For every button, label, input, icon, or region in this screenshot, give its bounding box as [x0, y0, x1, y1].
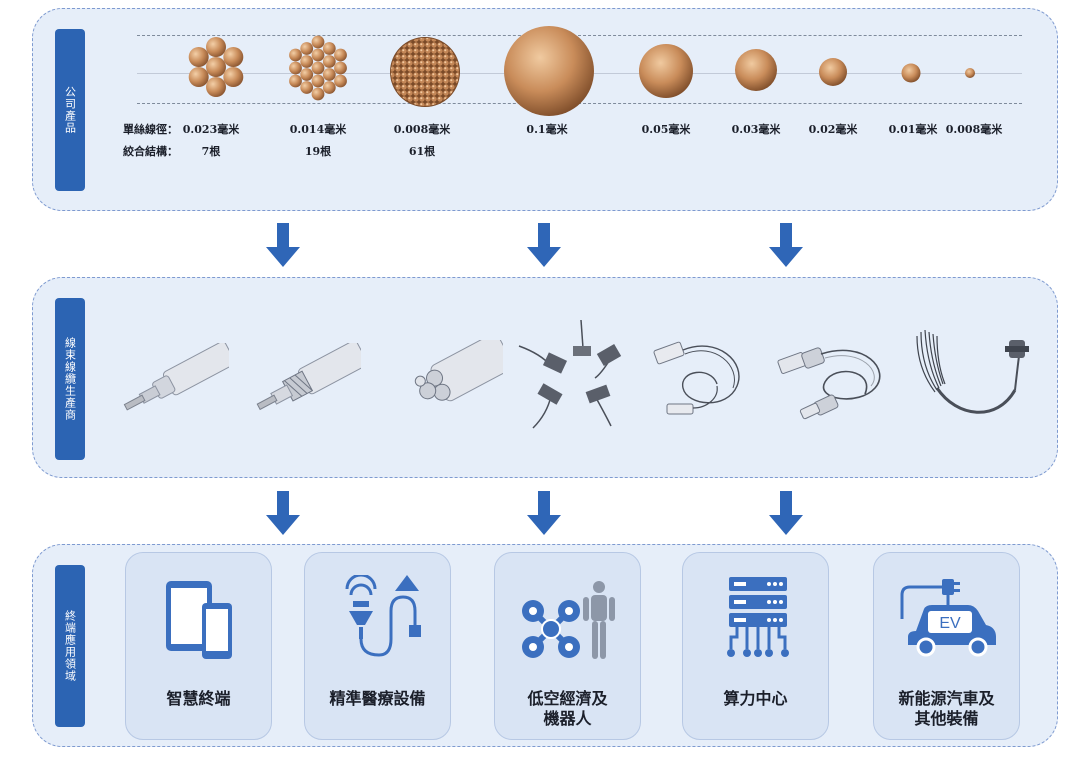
- app-card-precision-medical: 精準醫療設備: [304, 552, 451, 740]
- strands-label: 19根: [304, 145, 332, 158]
- diameter-label: 0.014毫米: [289, 123, 347, 136]
- wire-harness-icon: [916, 329, 1029, 414]
- wire-0-03mm-image: [735, 49, 777, 91]
- products-panel: 公司產品: [32, 8, 1058, 211]
- svg-text:EV: EV: [939, 615, 961, 632]
- plug-cable-icon: [777, 347, 881, 420]
- app-card-new-energy-vehicle: EV 新能源汽車及 其他裝備: [873, 552, 1020, 740]
- single-wire-caption: 單絲線徑：: [123, 123, 178, 136]
- app-label: 算力中心: [723, 689, 788, 708]
- harness-panel: 線束線纜生產商: [32, 277, 1058, 478]
- app-label: 智慧終端: [166, 689, 231, 708]
- wire-0-02mm-image: [819, 58, 847, 86]
- applications-section-label: 終端應用領域: [55, 565, 85, 727]
- app-label-line: 新能源汽車及: [898, 689, 995, 708]
- diameter-label: 0.02毫米: [808, 123, 858, 136]
- shielded-cable-icon: [256, 343, 361, 411]
- medical-device-icon: [345, 575, 421, 657]
- strands-label: 61根: [408, 145, 436, 158]
- down-arrow-icon: [527, 223, 561, 267]
- wire-7-strand-image: [188, 37, 244, 97]
- products-section-label: 公司產品: [55, 29, 85, 191]
- app-label-line: 低空經濟及: [527, 689, 608, 708]
- strands-label: 7根: [201, 145, 221, 158]
- diameter-label: 0.05毫米: [641, 123, 691, 136]
- server-rack-icon: [727, 577, 789, 657]
- app-label-line: 其他裝備: [914, 709, 979, 728]
- applications-panel: 終端應用領域 智慧終端 精準醫療設備: [32, 544, 1058, 747]
- app-label-multiline: 低空經濟及 機器人: [495, 689, 640, 729]
- drone-robot-icon: [522, 581, 615, 659]
- app-label-multiline: 新能源汽車及 其他裝備: [874, 689, 1019, 729]
- diameter-label: 0.03毫米: [731, 123, 781, 136]
- diameter-label: 0.01毫米: [888, 123, 938, 136]
- harness-section-label: 線束線纜生產商: [55, 298, 85, 460]
- down-arrow-icon: [266, 223, 300, 267]
- structure-caption: 絞合結構：: [123, 145, 178, 158]
- wire-0-1mm-image: [504, 26, 594, 116]
- down-arrow-icon: [769, 223, 803, 267]
- diameter-label: 0.1毫米: [526, 123, 568, 136]
- wire-61-strand-image: [390, 37, 460, 107]
- wire-19-strand-image: [289, 35, 347, 101]
- diameter-label: 0.023毫米: [182, 123, 240, 136]
- app-label-line: 機器人: [543, 709, 592, 728]
- app-card-smart-terminal: 智慧終端: [125, 552, 272, 740]
- down-arrow-icon: [769, 491, 803, 535]
- multicore-cable-icon: [414, 340, 503, 402]
- wire-0-008mm-image: [965, 68, 975, 78]
- app-card-computing-center: 算力中心: [682, 552, 829, 740]
- diameter-label: 0.008毫米: [945, 123, 1003, 136]
- down-arrow-icon: [527, 491, 561, 535]
- wire-0-01mm-image: [901, 63, 921, 83]
- ev-car-icon: EV: [900, 579, 996, 657]
- connector-cables-icon: [518, 319, 622, 429]
- diameter-label: 0.008毫米: [393, 123, 451, 136]
- tablet-phone-icon: [166, 581, 232, 659]
- top-guide-line: [137, 35, 1022, 36]
- down-arrow-icon: [266, 491, 300, 535]
- sensor-cable-icon: [653, 341, 740, 415]
- app-card-low-altitude-robot: 低空經濟及 機器人: [494, 552, 641, 740]
- coaxial-cable-icon: [123, 343, 229, 411]
- wire-0-05mm-image: [639, 44, 693, 98]
- app-label: 精準醫療設備: [329, 689, 426, 708]
